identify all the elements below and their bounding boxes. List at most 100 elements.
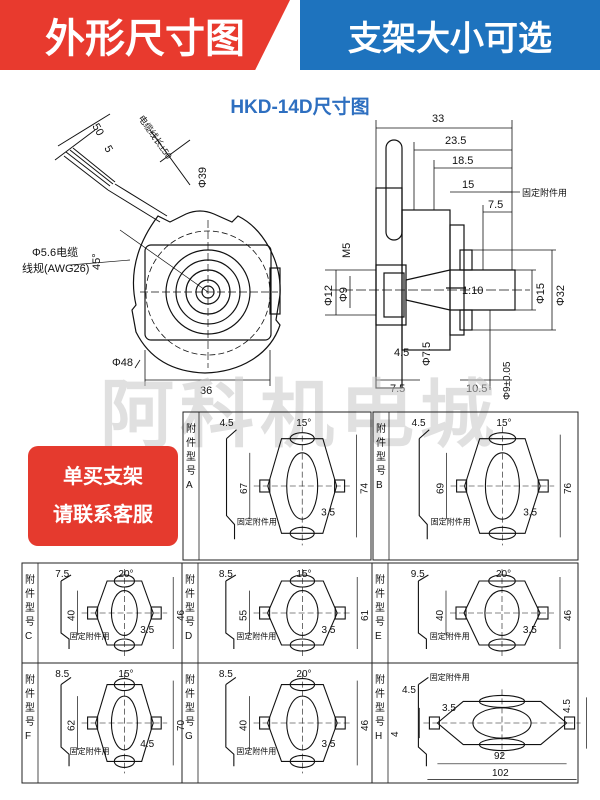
panel-label-char: 型 xyxy=(376,450,386,463)
dim-18-5: 18.5 xyxy=(452,155,473,167)
dim-phi15: Φ15 xyxy=(535,283,547,304)
dim-phi32: Φ32 xyxy=(555,285,567,306)
panel-label-char: 件 xyxy=(375,588,385,600)
panel-dim-hole: 3.5 xyxy=(523,507,537,518)
encoder-side-view xyxy=(330,139,530,389)
main-drawing: 50 5 电缆线长±50 Φ39 45° Φ5.6电缆 线规(AWG26) Φ4… xyxy=(22,113,567,400)
dim-33: 33 xyxy=(432,113,444,125)
panel-label-char: 件 xyxy=(375,688,385,700)
dim-10-5: 10.5 xyxy=(466,383,487,395)
panel-label-char: 附 xyxy=(186,422,196,435)
dim-phi48: Φ48 xyxy=(112,357,133,369)
panel-label-char: 件 xyxy=(185,688,195,700)
panel-label-char: 号 xyxy=(376,465,386,477)
panel-dim-angle: 15° xyxy=(296,569,311,580)
watermark: 阿科机电城 xyxy=(100,375,500,457)
dim-7-5-top: 7.5 xyxy=(488,199,503,211)
panel-dim-outer: 76 xyxy=(563,482,574,494)
panel-label-char: 附 xyxy=(25,573,35,586)
panel-label-char: 型 xyxy=(375,701,385,714)
dim-phi39: Φ39 xyxy=(197,167,209,188)
panel-dim-angle: 15° xyxy=(118,669,133,680)
panel-dim-angle: 20° xyxy=(496,569,511,580)
panel-label-char: 型 xyxy=(25,601,35,614)
panel-label-char: 件 xyxy=(186,437,196,449)
panel-label-char: 号 xyxy=(375,716,385,728)
panel-label-char: 号 xyxy=(186,465,196,477)
panel-label-char: D xyxy=(185,631,192,642)
panel-dim-thick: 4 xyxy=(390,731,401,737)
panel-label-char: 附 xyxy=(375,673,385,686)
panel-dim-angle: 15° xyxy=(496,418,511,429)
panel-label-char: 件 xyxy=(185,588,195,600)
panel-label-char: 附 xyxy=(185,573,195,586)
panel-fix-label: 固定附件用 xyxy=(236,746,276,756)
panel-dim-outer: 46 xyxy=(563,609,574,621)
panel-label-char: 件 xyxy=(25,588,35,600)
panel-dim-inner: 40 xyxy=(435,609,446,621)
panel-dim-angle: 20° xyxy=(296,669,311,680)
panel-label-char: A xyxy=(186,480,193,491)
panel-fix-label: 固定附件用 xyxy=(430,672,470,682)
contact-badge[interactable]: 单买支架 请联系客服 xyxy=(28,446,178,546)
panel-fix-label: 固定附件用 xyxy=(431,516,471,526)
panel-label-char: 型 xyxy=(375,601,385,614)
badge-line2: 请联系客服 xyxy=(53,504,153,526)
panel-dim-hole: 3.5 xyxy=(442,703,456,714)
dim-phi9-tol: Φ9±0.05 xyxy=(502,361,513,400)
dim-36: 36 xyxy=(200,385,212,397)
panel-dim-angle: 20° xyxy=(118,569,133,580)
panel-dim-inner: 40 xyxy=(239,719,250,731)
dim-phi7-5: Φ7.5 xyxy=(421,342,433,366)
panel-label-char: E xyxy=(375,631,382,642)
panel-dim-hole: 3.5 xyxy=(140,625,154,636)
panel-label-char: 型 xyxy=(186,450,196,463)
panel-label-char: B xyxy=(376,480,383,491)
fix-label-main: 固定附件用 xyxy=(522,187,567,198)
dim-phi9: Φ9 xyxy=(338,287,350,302)
panel-label-char: 号 xyxy=(185,716,195,728)
panel-label-char: 件 xyxy=(25,688,35,700)
panel-dim-top: 8.5 xyxy=(219,669,233,680)
panel-dim-hole: 3.5 xyxy=(322,739,336,750)
badge-line1: 单买支架 xyxy=(63,466,143,488)
panel-label-char: 号 xyxy=(185,616,195,628)
panel-label-char: 型 xyxy=(25,701,35,714)
panel-dim-inner: 40 xyxy=(67,609,78,621)
panel-dim-inner: 92 xyxy=(494,751,506,762)
panel-dim-inner: 69 xyxy=(436,482,447,494)
panel-label-char: 附 xyxy=(25,673,35,686)
panel-label-char: 附 xyxy=(375,573,385,586)
panel-label-char: G xyxy=(185,731,193,742)
panel-dim-top: 4.5 xyxy=(402,685,416,696)
panel-label-char: C xyxy=(25,631,32,642)
dim-23-5: 23.5 xyxy=(445,135,466,147)
drawing-title: HKD-14D尺寸图 xyxy=(230,97,370,118)
panel-label-char: 型 xyxy=(185,701,195,714)
panel-label-char: 号 xyxy=(25,616,35,628)
dim-m5: M5 xyxy=(341,243,353,258)
dim-cable-length: 电缆线长±50 xyxy=(136,113,174,161)
panel-label-char: 号 xyxy=(375,616,385,628)
dim-15: 15 xyxy=(462,179,474,191)
panel-fix-label: 固定附件用 xyxy=(430,631,470,641)
panel-dim-outer: 46 xyxy=(360,719,371,731)
panel-dim-angle: 15° xyxy=(296,418,311,429)
encoder-front-view xyxy=(131,210,281,374)
panel-dim-top: 4.5 xyxy=(412,418,426,429)
panel-label-char: 附 xyxy=(185,673,195,686)
dim-45deg: 45° xyxy=(91,253,103,270)
panel-dim-side: 4.5 xyxy=(562,699,573,713)
panel-dim-top: 4.5 xyxy=(220,418,234,429)
dim-phi12: Φ12 xyxy=(323,285,335,306)
panel-label-char: H xyxy=(375,731,382,742)
dim-50: 50 xyxy=(89,122,106,139)
